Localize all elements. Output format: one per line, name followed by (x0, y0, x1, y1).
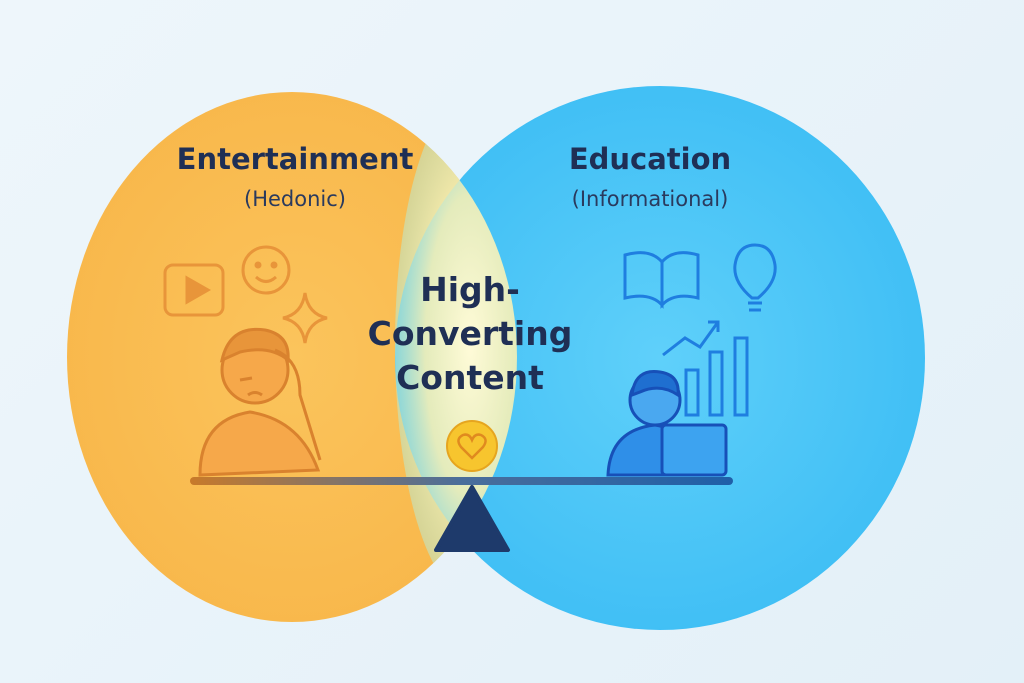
overlap-line-1: High- (420, 270, 520, 309)
overlap-line-2: Converting (367, 314, 573, 353)
growth-chart-icon (662, 320, 749, 417)
fulcrum (434, 485, 510, 552)
open-book-icon (623, 251, 700, 309)
entertainment-subtitle: (Hedonic) (244, 187, 346, 211)
overlap-label: High- Converting Content (340, 268, 600, 400)
lightbulb-icon (733, 243, 777, 312)
education-subtitle: (Informational) (571, 187, 729, 211)
education-title: Education (568, 142, 732, 176)
entertainment-title: Entertainment (176, 142, 414, 176)
sparkle-icon (282, 292, 328, 344)
education-circle (395, 86, 925, 630)
frustrated-person-icon (198, 327, 322, 477)
heart-coin-icon (446, 420, 498, 472)
student-laptop-icon (606, 369, 728, 477)
balance-beam (190, 477, 733, 485)
video-play-icon (163, 263, 225, 317)
smiley-icon (241, 245, 291, 295)
overlap-line-3: Content (396, 358, 544, 397)
